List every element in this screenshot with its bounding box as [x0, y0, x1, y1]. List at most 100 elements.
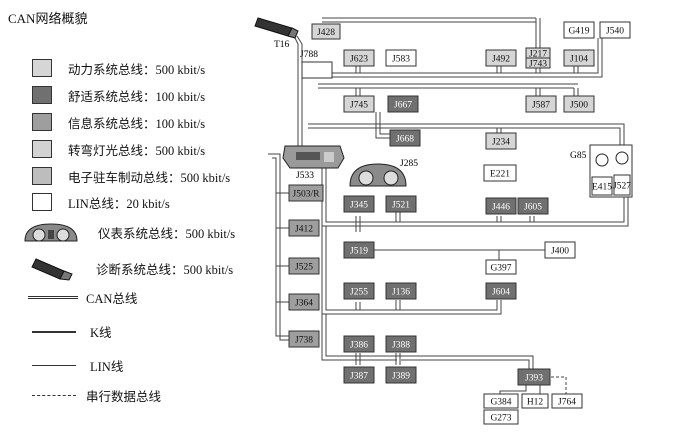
ecu-node-j255: J255 [343, 282, 375, 300]
ecu-label: J667 [394, 101, 412, 111]
ecu-label: H12 [527, 398, 544, 408]
ecu-node-j604: J604 [485, 282, 517, 300]
page-title: CAN网络概貌 [8, 11, 88, 26]
ecu-label: J400 [551, 247, 569, 257]
ecu-label: J521 [392, 201, 410, 211]
lin-line-sample [32, 365, 76, 366]
legend-diagnostic: 诊断系统总线：500 kbit/s [30, 254, 233, 282]
legend-label: 信息系统总线：100 kbit/s [68, 116, 206, 131]
ecu-box [551, 393, 583, 409]
ecu-node-j388: J388 [385, 335, 417, 353]
ecu-label: J527 [613, 182, 631, 192]
label-t16: T16 [274, 40, 290, 50]
ecu-label: J364 [295, 299, 313, 309]
ecu-node-j136: J136 [385, 282, 417, 300]
ecu-node-j667: J667 [387, 95, 419, 113]
legend-label: CAN总线 [86, 292, 138, 306]
ecu-box [591, 176, 613, 196]
ecu-node-j668: J668 [389, 129, 421, 147]
label-g85: G85 [570, 151, 587, 161]
ecu-box [385, 49, 417, 67]
ecu-node-j764: J764 [551, 393, 583, 409]
ecu-node-j525: J525 [288, 257, 320, 275]
legend-comfort: 舒适系统总线：100 kbit/s [32, 84, 205, 106]
ecu-node-j345: J345 [343, 195, 375, 213]
j788-module [301, 61, 333, 79]
ecu-node-h12: H12 [521, 393, 549, 409]
ecu-box [563, 21, 595, 39]
ecu-node-j393: J393 [517, 368, 551, 386]
ecu-node-j587: J587 [525, 95, 557, 113]
ecu-box [485, 49, 517, 67]
ecu-label: J217 [529, 50, 547, 60]
legend-label: 诊断系统总线：500 kbit/s [96, 262, 234, 277]
ecu-label: J605 [524, 203, 542, 213]
ecu-box [288, 184, 324, 202]
ecu-node-j104: J104 [563, 49, 595, 67]
ecu-box [385, 335, 417, 353]
ecu-label: J234 [492, 138, 510, 148]
ecu-box [525, 57, 551, 69]
ecu-node-j745: J745 [343, 95, 375, 113]
ecu-label: G273 [490, 414, 511, 424]
legend-label: LIN线 [90, 360, 124, 374]
can-line-sample [28, 296, 78, 299]
instrument-cluster-icon [24, 223, 78, 242]
ecu-box [544, 241, 576, 259]
ecu-node-j605: J605 [517, 197, 549, 215]
ecu-node-g397: G397 [485, 259, 517, 275]
ecu-label: J492 [492, 55, 510, 65]
ecu-box [343, 49, 375, 67]
ecu-label: J540 [606, 27, 624, 37]
ecu-label: J764 [558, 398, 576, 408]
legend-instrument: 仪表系统总线：500 kbit/s [22, 219, 235, 245]
ecu-label: J668 [396, 135, 414, 145]
ecu-node-j743: J743 [525, 57, 551, 70]
legend-cornering: 转弯灯光总线：500 kbit/s [32, 138, 205, 160]
ecu-node-e221: E221 [483, 164, 517, 182]
legend-infotainment: 信息系统总线：100 kbit/s [32, 111, 205, 133]
ecu-label: G384 [490, 398, 511, 408]
ecu-node-j412: J412 [288, 219, 320, 237]
ecu-label: J503/R [293, 190, 321, 200]
legend-swatch [32, 86, 52, 104]
legend-swatch [32, 113, 52, 131]
ecu-node-g273: G273 [483, 409, 519, 425]
ecu-label: J428 [317, 28, 335, 38]
ecu-box [387, 95, 419, 113]
ecu-label: J525 [295, 263, 313, 273]
ecu-node-j234: J234 [485, 132, 517, 150]
steering-angle-sensor-icon [595, 153, 609, 167]
sensor-icon [615, 151, 629, 165]
ecu-box [485, 132, 517, 150]
ecu-label: E415 [592, 183, 612, 193]
label-j788: J788 [300, 50, 318, 60]
ecu-box [613, 174, 631, 196]
legend-swatch [32, 167, 52, 185]
ecu-node-j400: J400 [544, 241, 576, 259]
ecu-node-j521: J521 [385, 195, 417, 213]
ecu-box [483, 393, 519, 409]
ecu-box [485, 282, 517, 300]
ecu-label: J738 [295, 336, 313, 346]
ecu-node-j503-r: J503/R [288, 184, 324, 202]
ecu-box [288, 219, 320, 237]
ecu-label: J388 [392, 341, 410, 351]
bus-lines [268, 17, 629, 394]
ecu-box [389, 129, 421, 147]
ecu-label: G419 [568, 27, 589, 37]
ecu-label: J412 [295, 225, 313, 235]
diagnostic-connector-icon [254, 17, 299, 39]
legend-can-line: CAN总线 [28, 288, 137, 307]
legend-label: K线 [90, 326, 112, 340]
ecu-node-g384: G384 [483, 393, 519, 409]
legend-serial-line: 串行数据总线 [32, 386, 161, 405]
ecu-label: J743 [529, 60, 547, 70]
legend-label: 电子驻车制动总线：500 kbit/s [68, 170, 231, 185]
ecu-box [563, 49, 595, 67]
legend-label: 转弯灯光总线：500 kbit/s [68, 143, 206, 158]
ecu-node-j540: J540 [599, 21, 631, 39]
ecu-node-j623: J623 [343, 49, 375, 67]
ecu-box [385, 366, 417, 384]
